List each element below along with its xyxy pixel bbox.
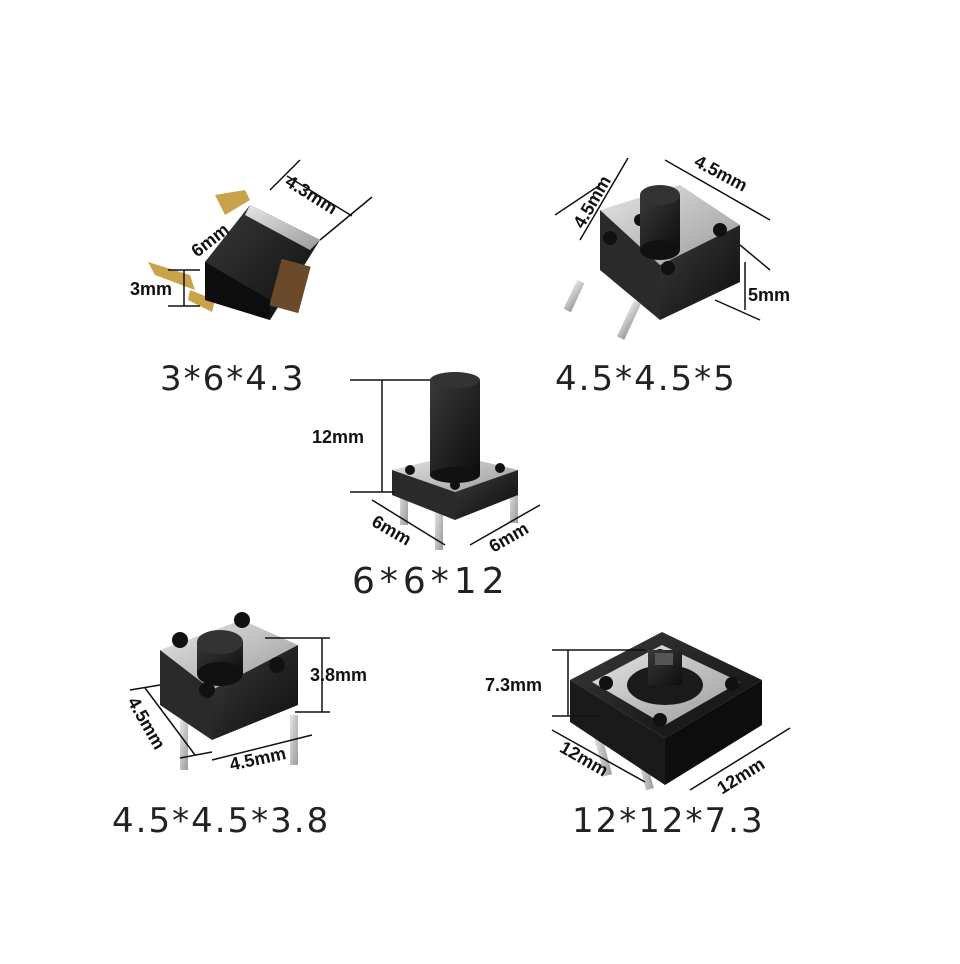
switch-4-5x4-5x5-image <box>554 157 771 340</box>
caption-3x6x4-3: 3*6*4.3 <box>160 359 306 399</box>
switch-3x6x4-3-image <box>148 159 373 320</box>
dim-label: 7.3mm <box>485 675 543 695</box>
caption-6x6x12: 6*6*12 <box>352 561 510 602</box>
caption-4-5x4-5x3-8: 4.5*4.5*3.8 <box>112 801 331 841</box>
caption-4-5x4-5x5: 4.5*4.5*5 <box>555 359 737 399</box>
switch-6x6x12-image <box>350 372 541 550</box>
dim-label: 3.8mm <box>310 665 368 685</box>
dim-label: 5mm <box>748 285 791 305</box>
caption-12x12x7-3: 12*12*7.3 <box>572 801 765 841</box>
switch-12x12x7-3-image <box>551 632 791 791</box>
switch-4-5x4-5x3-8-image <box>129 612 330 770</box>
dim-label: 12mm <box>312 427 365 447</box>
dim-label: 3mm <box>130 279 173 299</box>
